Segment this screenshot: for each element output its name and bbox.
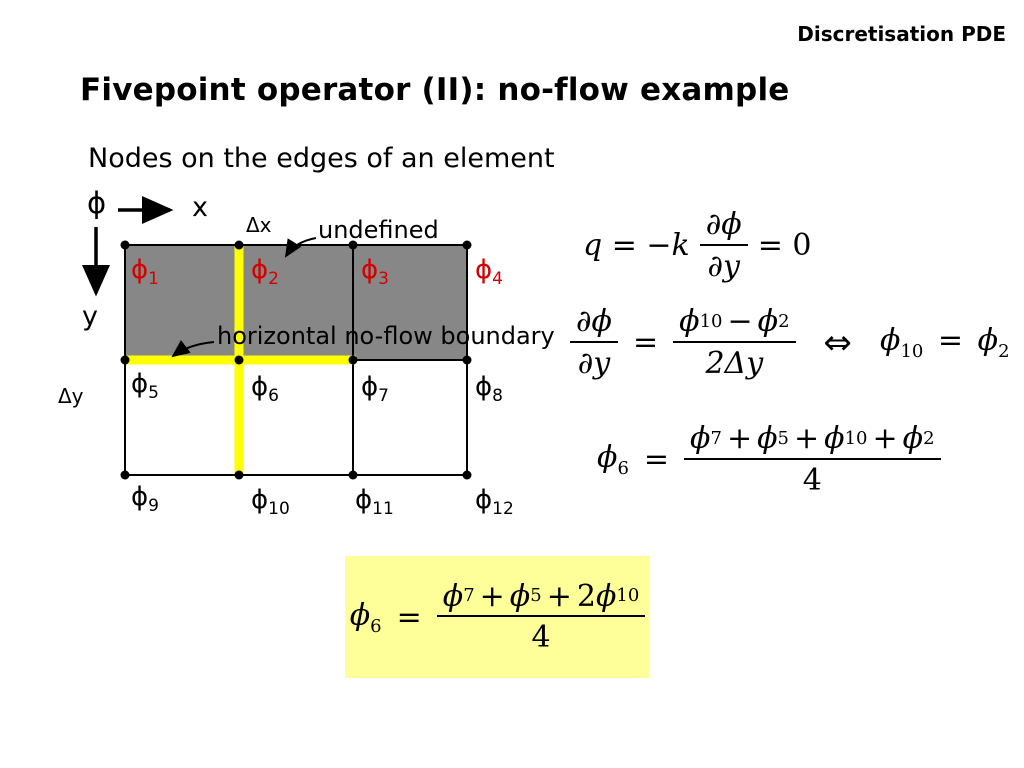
fraction: ∂ϕ ∂y: [699, 206, 748, 285]
eq1-rhs: = 0: [757, 228, 812, 263]
axis-x-label: x: [192, 192, 208, 223]
slide-subtitle: Nodes on the edges of an element: [88, 143, 555, 174]
equation-flux: q = −k ∂ϕ ∂y = 0: [583, 206, 811, 285]
node-dot: [120, 355, 130, 365]
eq2-result: ϕ10 = ϕ2: [880, 323, 1010, 362]
node-label-phi7: ϕ7: [361, 372, 389, 407]
node-label-phi10: ϕ10: [251, 485, 290, 520]
node-dot: [462, 470, 472, 480]
node-label-phi4: ϕ4: [475, 255, 503, 290]
node-label-phi9: ϕ9: [131, 482, 159, 517]
noflow-pointer-arrow: [171, 340, 215, 358]
node-dot: [462, 240, 472, 250]
course-label: Discretisation PDE: [797, 22, 1006, 46]
node-label-phi8: ϕ8: [475, 372, 503, 407]
node-dot: [348, 240, 358, 250]
node-label-phi6: ϕ6: [251, 372, 279, 407]
node-dot: [234, 355, 244, 365]
undefined-pointer-arrow: [284, 237, 317, 258]
slide-title: Fivepoint operator (II): no-flow example: [80, 72, 790, 108]
eq4-lhs: ϕ6: [349, 597, 382, 637]
node-dot: [348, 470, 358, 480]
fraction: ∂ϕ ∂y: [570, 303, 618, 382]
node-label-phi3: ϕ3: [361, 255, 389, 290]
node-label-phi1: ϕ1: [131, 255, 159, 290]
node-dot: [120, 470, 130, 480]
noflow-annotation: horizontal no-flow boundary: [217, 322, 555, 350]
node-dot: [234, 240, 244, 250]
node-dot: [348, 355, 358, 365]
node-label-phi2: ϕ2: [251, 255, 279, 290]
delta-y-label: Δy: [58, 384, 84, 408]
node-dot: [120, 240, 130, 250]
eq1-lhs: q = −k: [583, 228, 690, 263]
node-label-phi5: ϕ5: [131, 369, 159, 404]
node-dot: [234, 470, 244, 480]
node-label-phi12: ϕ12: [475, 485, 514, 520]
axis-phi-label: ϕ: [87, 186, 107, 220]
iff-arrow: ⇔: [823, 322, 853, 363]
eq3-lhs: ϕ6: [597, 440, 629, 479]
delta-x-label: Δx: [246, 213, 272, 237]
node-dot: [462, 355, 472, 365]
node-label-phi11: ϕ11: [355, 485, 394, 520]
axis-y-label: y: [82, 301, 98, 332]
undefined-annotation: undefined: [318, 216, 439, 244]
